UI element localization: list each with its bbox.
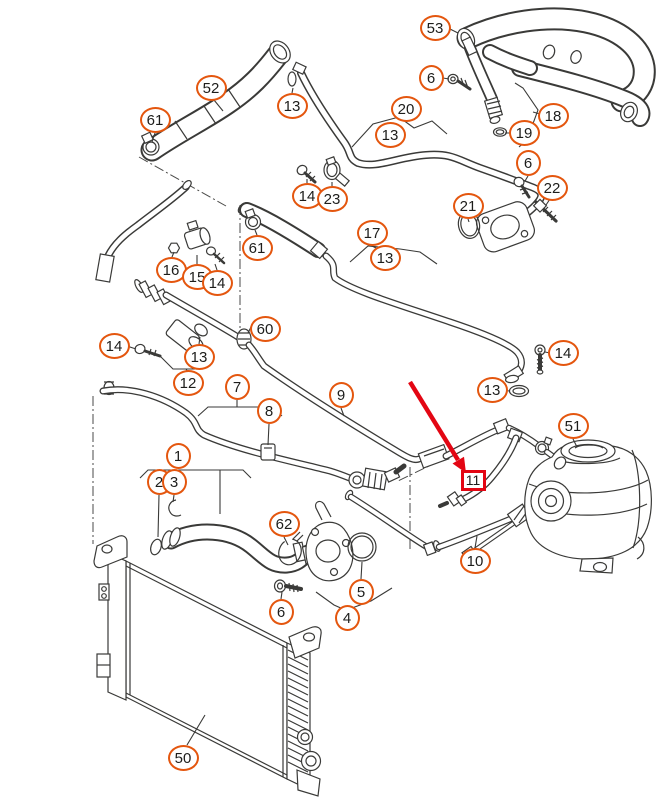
callout-60[interactable]: 60 xyxy=(249,316,281,342)
callout-1[interactable]: 1 xyxy=(165,443,191,469)
callout-13[interactable]: 13 xyxy=(369,245,401,271)
callout-51[interactable]: 51 xyxy=(557,413,589,439)
highlighted-callout[interactable]: 11 xyxy=(460,469,486,491)
radiator xyxy=(93,535,322,797)
callout-18[interactable]: 18 xyxy=(537,103,569,129)
callout-9[interactable]: 9 xyxy=(328,382,354,408)
callout-52[interactable]: 52 xyxy=(195,75,227,101)
callout-61[interactable]: 61 xyxy=(241,235,273,261)
expansion-tank xyxy=(524,439,652,574)
callout-5[interactable]: 5 xyxy=(348,579,374,605)
callout-4[interactable]: 4 xyxy=(334,605,360,631)
callout-3[interactable]: 3 xyxy=(161,469,187,495)
callout-61[interactable]: 61 xyxy=(139,107,171,133)
callout-13[interactable]: 13 xyxy=(476,377,508,403)
callout-10[interactable]: 10 xyxy=(459,548,491,574)
lower-hose-and-flange xyxy=(150,499,377,593)
callout-13[interactable]: 13 xyxy=(276,93,308,119)
callout-14[interactable]: 14 xyxy=(98,333,130,359)
callout-12[interactable]: 12 xyxy=(172,370,204,396)
coolant-manifold xyxy=(447,7,656,137)
coolant-pipe-11-highlighted-part xyxy=(438,427,524,508)
callout-6[interactable]: 6 xyxy=(268,599,294,625)
callout-21[interactable]: 21 xyxy=(452,193,484,219)
callout-50[interactable]: 50 xyxy=(167,745,199,771)
coolant-pipe-7 xyxy=(99,380,407,491)
callout-53[interactable]: 53 xyxy=(419,15,451,41)
callout-19[interactable]: 19 xyxy=(508,120,540,146)
callout-23[interactable]: 23 xyxy=(316,186,348,212)
coolant-pipe-20 xyxy=(287,61,558,253)
callout-14[interactable]: 14 xyxy=(201,270,233,296)
highlighted-callout-label: 11 xyxy=(465,472,481,488)
callout-6[interactable]: 6 xyxy=(515,150,541,176)
callout-13[interactable]: 13 xyxy=(183,344,215,370)
callout-7[interactable]: 7 xyxy=(224,374,250,400)
callout-22[interactable]: 22 xyxy=(536,175,568,201)
callout-17[interactable]: 17 xyxy=(356,220,388,246)
upper-hose-52 xyxy=(140,40,291,162)
callout-6[interactable]: 6 xyxy=(418,65,444,91)
coolant-pipe-17 xyxy=(237,202,546,398)
callout-20[interactable]: 20 xyxy=(390,96,422,122)
callout-62[interactable]: 62 xyxy=(268,511,300,537)
callout-8[interactable]: 8 xyxy=(256,398,282,424)
highlight-arrow xyxy=(408,380,466,473)
callout-13[interactable]: 13 xyxy=(374,122,406,148)
callout-14[interactable]: 14 xyxy=(547,340,579,366)
